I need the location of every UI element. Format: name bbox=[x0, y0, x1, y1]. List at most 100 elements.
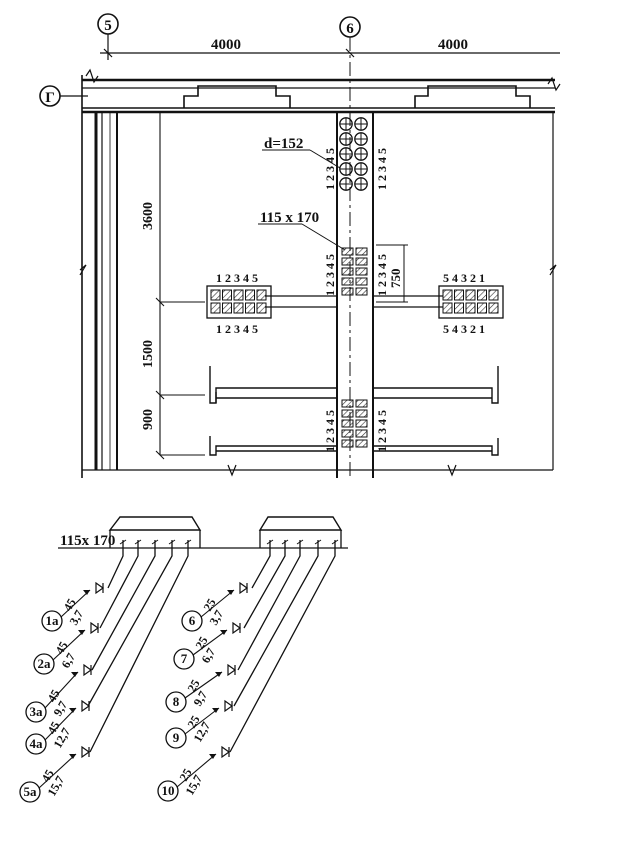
round-pipe bbox=[354, 147, 368, 161]
rect-duct bbox=[355, 439, 368, 448]
legend-bottom-6: 3,7 bbox=[206, 608, 226, 628]
valve-icon bbox=[227, 663, 237, 677]
valve-icon bbox=[221, 745, 231, 759]
legend-bottom-2a: 6,7 bbox=[58, 651, 78, 671]
legend-id-7: 7 bbox=[181, 651, 188, 666]
branch-tick bbox=[119, 539, 127, 545]
legend-id-9: 9 bbox=[173, 730, 180, 745]
rect-duct bbox=[341, 267, 354, 276]
rect-duct bbox=[355, 419, 368, 428]
legend-circle bbox=[25, 733, 47, 755]
rect-duct bbox=[355, 409, 368, 418]
grille-cell bbox=[454, 289, 464, 301]
legend-id-2a: 2a bbox=[38, 656, 52, 671]
legend-left bbox=[19, 581, 105, 803]
bottom-break-line bbox=[82, 464, 553, 477]
grille-cell bbox=[454, 302, 464, 314]
round-pipe bbox=[339, 177, 353, 191]
seq-grille-left-bottom: 1 2 3 4 5 bbox=[216, 322, 258, 336]
rect-duct bbox=[355, 257, 368, 266]
side-grille-right bbox=[438, 285, 504, 319]
branch-tick bbox=[296, 539, 304, 545]
legend-circle bbox=[173, 648, 195, 670]
legend-id-6: 6 bbox=[189, 613, 196, 628]
arrow-icon bbox=[83, 590, 90, 595]
branch-tick bbox=[314, 539, 322, 545]
branch-tick bbox=[184, 539, 192, 545]
pipe-diameter-label: d=152 bbox=[264, 136, 303, 152]
rect-duct bbox=[355, 267, 368, 276]
branch-riser bbox=[237, 540, 301, 671]
grille-cell bbox=[222, 289, 232, 301]
duct-size-label-scheme: 115x 170 bbox=[60, 533, 115, 549]
grille-cell bbox=[442, 289, 453, 301]
arrow-icon bbox=[69, 708, 76, 713]
legend-circle bbox=[181, 610, 203, 632]
legend-bottom-8: 9,7 bbox=[190, 689, 210, 709]
grille-cell bbox=[442, 302, 453, 314]
valve-icon bbox=[83, 663, 93, 677]
axis-label-g: Г bbox=[45, 90, 55, 106]
grille-cell bbox=[488, 289, 499, 301]
legend-leader bbox=[60, 589, 91, 618]
round-pipe bbox=[339, 132, 353, 146]
rect-duct bbox=[341, 429, 354, 438]
branch-riser bbox=[107, 540, 124, 589]
legend-circle bbox=[33, 653, 55, 675]
branch-riser bbox=[233, 540, 319, 707]
grille-cell bbox=[210, 289, 221, 301]
grille-cell bbox=[256, 302, 267, 314]
grille-cell bbox=[477, 289, 487, 301]
grille-cell bbox=[222, 302, 232, 314]
valve-icon bbox=[81, 745, 91, 759]
rect-duct bbox=[355, 399, 368, 408]
branch-duct-1500 bbox=[209, 366, 499, 404]
supply-hoods bbox=[108, 516, 343, 531]
legend-text-right: 6 25 3,7 7 25 6,7 8 25 9,7 9 25 12,7 10 … bbox=[162, 596, 227, 798]
duct-grid-lower bbox=[341, 399, 368, 448]
valve-icon bbox=[90, 621, 100, 635]
duct-leader bbox=[258, 223, 346, 251]
legend-text-left: 1a 45 3,7 2a 45 6,7 3a 45 9,7 4a 45 12,7… bbox=[24, 596, 87, 799]
grille-cell bbox=[245, 289, 255, 301]
round-pipe bbox=[339, 162, 353, 176]
axis-label-6: 6 bbox=[346, 21, 354, 37]
branch-riser bbox=[251, 540, 271, 589]
top-dimension-line bbox=[100, 48, 560, 58]
legend-circle bbox=[157, 780, 179, 802]
rect-duct bbox=[341, 439, 354, 448]
axis-label-5: 5 bbox=[104, 18, 112, 34]
legend-leader bbox=[52, 629, 86, 661]
dim-3600: 3600 bbox=[141, 202, 156, 230]
grille-cell bbox=[488, 302, 499, 314]
legend-bottom-7: 6,7 bbox=[198, 646, 218, 666]
legend-id-3a: 3a bbox=[30, 704, 44, 719]
arrow-icon bbox=[78, 630, 85, 635]
dim-750: 750 bbox=[388, 269, 403, 289]
legend-circle bbox=[165, 691, 187, 713]
valve-icon bbox=[95, 581, 105, 595]
legend-leader bbox=[176, 753, 217, 788]
branch-tick bbox=[151, 539, 159, 545]
rect-duct bbox=[355, 429, 368, 438]
grille-cell bbox=[465, 302, 476, 314]
grille-cell bbox=[210, 302, 221, 314]
seq-duct-lower-left: 1 2 3 4 5 bbox=[323, 410, 337, 452]
legend-leader bbox=[192, 629, 228, 656]
grille-cell bbox=[465, 289, 476, 301]
legend-id-4a: 4a bbox=[30, 736, 44, 751]
round-pipe bbox=[354, 162, 368, 176]
axis-lines bbox=[60, 34, 351, 480]
branch-risers-right bbox=[229, 539, 339, 753]
left-dimension-chain bbox=[155, 112, 205, 460]
legend-circle bbox=[165, 727, 187, 749]
legend-circle bbox=[19, 781, 41, 803]
seq-labels-plan: 1 2 3 4 5 1 2 3 4 5 1 2 3 4 5 1 2 3 4 5 … bbox=[216, 148, 485, 452]
legend-leader bbox=[44, 707, 77, 741]
round-pipe bbox=[354, 117, 368, 131]
legend-circle bbox=[25, 701, 47, 723]
grille-cell bbox=[233, 302, 244, 314]
branch-riser bbox=[89, 540, 189, 753]
legend-id-10: 10 bbox=[162, 783, 175, 798]
